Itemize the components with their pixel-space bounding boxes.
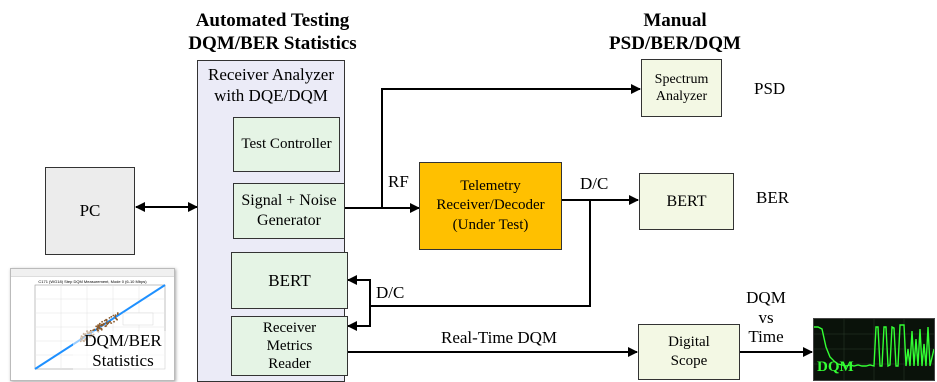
spectrum-line2: Analyzer [655,89,708,104]
manual-header: Manual PSD/BER/DQM [600,9,750,55]
rf-to-spectrum-link [381,84,641,208]
dqm-ber-statistics-thumbnail: C171 (WG18) Step DQM Measurement, Mode 0… [10,268,175,381]
stats-scatter-point [98,326,100,328]
pc-box: PC [45,167,135,255]
signal-noise-generator-box: Signal + Noise Generator [233,183,345,239]
signal-noise-line1: Signal + Noise [241,192,337,209]
test-controller-box: Test Controller [233,117,340,172]
stats-scatter-point [110,315,113,318]
digital-scope-box: Digital Scope [638,324,740,380]
stats-scatter-point [114,315,116,318]
scope-dqm-label: DQM [817,359,854,375]
stats-scatter-point [92,329,94,332]
stats-caption-line2: Statistics [92,350,154,370]
digital-scope-line1: Digital [668,334,710,351]
digital-scope-line2: Scope [670,353,708,369]
telemetry-line1: Telemetry [460,177,521,194]
dc-bottom-label: D/C [376,283,405,302]
dqm-vs-time-line2: vs [758,307,774,327]
rf-label: RF [388,172,409,191]
stats-scatter-point [113,320,115,323]
manual-header-line2: PSD/BER/DQM [609,33,741,55]
stats-window-titlebar [11,269,174,277]
stats-scatter-point [104,325,107,328]
stats-chart-title: C171 (WG18) Step DQM Measurement, Mode 0… [38,279,147,284]
stats-scatter-point [100,324,102,327]
receiver-metrics-reader-box: Receiver Metrics Reader [231,316,348,376]
stats-scatter-point [110,322,113,324]
receiver-analyzer-title-line2: with DQE/DQM [214,86,328,106]
stats-scatter-point [96,326,99,329]
automated-header-line2: DQM/BER Statistics [188,33,357,55]
dqm-vs-time-line3: Time [748,327,784,347]
spectrum-line1: Spectrum [654,71,709,87]
test-controller-label: Test Controller [241,136,332,153]
stats-scatter-point [97,329,99,331]
scope-trace-thumbnail: DQM [813,318,935,381]
automated-header-line1: Automated Testing [195,10,350,31]
telemetry-line3: (Under Test) [452,216,529,233]
signal-noise-line2: Generator [257,212,321,229]
dc-to-metrics-link [347,306,371,331]
stats-scatter-point [105,320,108,322]
stats-scatter-point [99,327,101,330]
stats-scatter-point [98,322,101,325]
stats-scatter-point [108,317,111,319]
bert-right-box: BERT [639,173,734,230]
dqm-vs-time-label: DQM vs Time [738,288,794,347]
metrics-line2: Metrics [266,337,313,354]
psd-label: PSD [754,79,786,98]
telemetry-receiver-box: Telemetry Receiver/Decoder (Under Test) [419,162,562,250]
dqm-vs-time-line1: DQM [746,288,786,307]
stats-scatter-point [102,323,105,326]
bert-right-label: BERT [666,192,707,210]
metrics-line1: Receiver [262,319,317,336]
analyzer-bert-box: BERT [231,252,348,309]
telemetry-line2: Receiver/Decoder [436,197,545,214]
stats-legend [122,312,154,326]
stats-scatter-point [105,322,108,324]
scope-waveform [814,324,934,368]
analyzer-bert-label: BERT [268,270,311,290]
stats-caption: DQM/BER Statistics [73,331,173,371]
dc-top-label: D/C [580,174,609,193]
receiver-analyzer-title-line1: Receiver Analyzer [207,65,334,84]
pc-label: PC [79,201,101,221]
realtime-dqm-label: Real-Time DQM [441,328,558,347]
scope-trace [814,319,934,380]
stats-scatter-point [101,320,103,323]
stats-scatter-point [97,324,99,326]
stats-scatter-point [116,313,119,315]
manual-header-line1: Manual [643,10,707,31]
stats-scatter-point [107,321,110,324]
ber-label: BER [756,188,790,207]
stats-caption-line1: DQM/BER [84,331,162,350]
receiver-analyzer-title: Receiver Analyzer with DQE/DQM [208,64,334,107]
stats-scatter-point [103,319,106,322]
automated-header: Automated Testing DQM/BER Statistics [175,9,370,55]
metrics-line3: Reader [268,356,311,373]
stats-scatter-point [114,317,117,320]
stats-scatter-point [112,314,115,317]
stats-scatter-point [114,314,117,316]
spectrum-analyzer-box: Spectrum Analyzer [641,59,722,117]
stats-scatter-point [95,325,98,328]
stats-scatter-point [100,328,103,331]
